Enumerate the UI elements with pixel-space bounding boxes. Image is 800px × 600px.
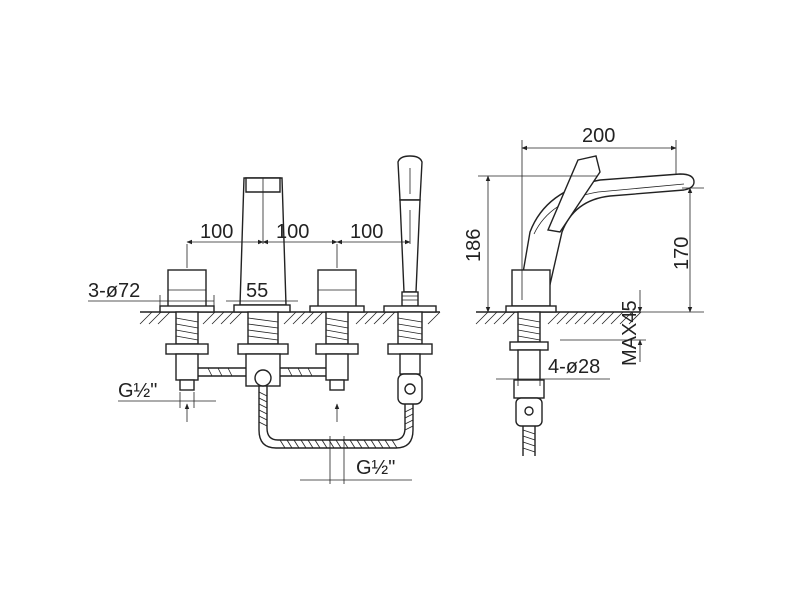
hatch-line: [202, 311, 216, 325]
side-hose-braid: [522, 429, 536, 453]
total-height-label: 186: [463, 229, 485, 262]
braid-stroke: [293, 439, 300, 449]
braid-stroke: [522, 429, 536, 435]
hatch-line: [310, 311, 324, 325]
braid-stroke: [314, 439, 321, 449]
braid-stroke: [404, 425, 414, 431]
spout-height-label: 170: [671, 237, 693, 270]
deck-side: [475, 311, 642, 325]
hatch-line: [610, 311, 624, 325]
deck-hatching-side: [475, 311, 642, 325]
hatch-line: [574, 311, 588, 325]
hose-braid: [258, 391, 414, 449]
thread-dimension-left: G½": [118, 380, 216, 408]
braid-stroke: [335, 439, 342, 449]
braid-stroke: [384, 439, 391, 449]
braid-stroke: [522, 435, 536, 441]
braid-stroke: [377, 439, 384, 449]
reach-dimension: 200: [521, 125, 677, 300]
hatch-line: [139, 311, 153, 325]
hand-shower: [383, 155, 437, 405]
spout-width-label: 55: [246, 280, 268, 302]
braid-stroke: [404, 407, 414, 413]
spacing-label-3: 100: [350, 221, 383, 243]
braid-stroke: [258, 415, 268, 421]
spacing-label-2: 100: [276, 221, 309, 243]
spout-height-dimension: 170: [640, 187, 704, 313]
right-valve-handle: [309, 269, 365, 391]
thread-label-left: G½": [118, 380, 157, 402]
side-view: 200 186 170 MAX45 4-ø28: [463, 125, 704, 456]
hatch-line: [283, 311, 297, 325]
hatch-line: [565, 311, 579, 325]
hatch-line: [301, 311, 315, 325]
hatch-line: [148, 311, 162, 325]
inlet-arrows: [184, 403, 340, 422]
hatch-line: [475, 311, 489, 325]
braid-stroke: [522, 447, 536, 453]
hatch-line: [592, 311, 606, 325]
braid-stroke: [258, 409, 268, 415]
hatch-line: [556, 311, 570, 325]
braid-stroke: [349, 439, 356, 449]
hatch-line: [427, 311, 441, 325]
spout-profile: [505, 155, 695, 456]
hatch-line: [220, 311, 234, 325]
braid-stroke: [258, 397, 268, 403]
side-hole-label: 4-ø28: [548, 356, 600, 378]
left-valve-handle: [159, 269, 215, 391]
hatch-line: [229, 311, 243, 325]
braid-stroke: [258, 403, 268, 409]
deck-max-dimension: MAX45: [560, 290, 646, 366]
braid-stroke: [300, 439, 307, 449]
braid-stroke: [356, 439, 363, 449]
braid-stroke: [258, 391, 268, 397]
braid-stroke: [286, 439, 293, 449]
connecting-pipes: [198, 367, 326, 377]
spout-width-dimension: 55: [226, 280, 298, 302]
braid-stroke: [404, 413, 414, 419]
hole-diameter-dimension: 3-ø72: [88, 280, 215, 306]
spacing-dimension: 100 100 100: [186, 178, 411, 268]
braid-stroke: [279, 439, 286, 449]
hatch-line: [601, 311, 615, 325]
hatch-line: [211, 311, 225, 325]
hatch-line: [382, 311, 396, 325]
reach-label: 200: [582, 125, 615, 147]
hatch-line: [373, 311, 387, 325]
hatch-line: [292, 311, 306, 325]
braid-stroke: [404, 419, 414, 425]
hatch-line: [157, 311, 171, 325]
hatch-line: [628, 311, 642, 325]
braid-stroke: [307, 439, 314, 449]
hatch-line: [364, 311, 378, 325]
braided-hose: [258, 386, 414, 449]
hatch-line: [493, 311, 507, 325]
braid-stroke: [258, 421, 268, 427]
hatch-line: [619, 311, 633, 325]
thread-dimension-bottom: G½": [300, 436, 412, 484]
hatch-line: [547, 311, 561, 325]
deck-max-label: MAX45: [619, 300, 641, 366]
total-height-dimension: 186: [463, 175, 598, 313]
braid-stroke: [522, 441, 536, 447]
hatch-line: [355, 311, 369, 325]
braid-stroke: [391, 439, 398, 449]
braid-stroke: [363, 439, 370, 449]
braid-stroke: [321, 439, 328, 449]
thread-label-bottom: G½": [356, 457, 395, 479]
hatch-line: [583, 311, 597, 325]
deck-hatching-front: [139, 311, 441, 325]
hatch-line: [502, 311, 516, 325]
front-view: 100 100 100 3-ø72 55 G½" G½": [88, 155, 441, 484]
spacing-label-1: 100: [200, 221, 233, 243]
hatch-line: [484, 311, 498, 325]
hole-label-front: 3-ø72: [88, 280, 140, 302]
side-hole-dimension: 4-ø28: [496, 356, 610, 386]
braid-stroke: [370, 439, 377, 449]
